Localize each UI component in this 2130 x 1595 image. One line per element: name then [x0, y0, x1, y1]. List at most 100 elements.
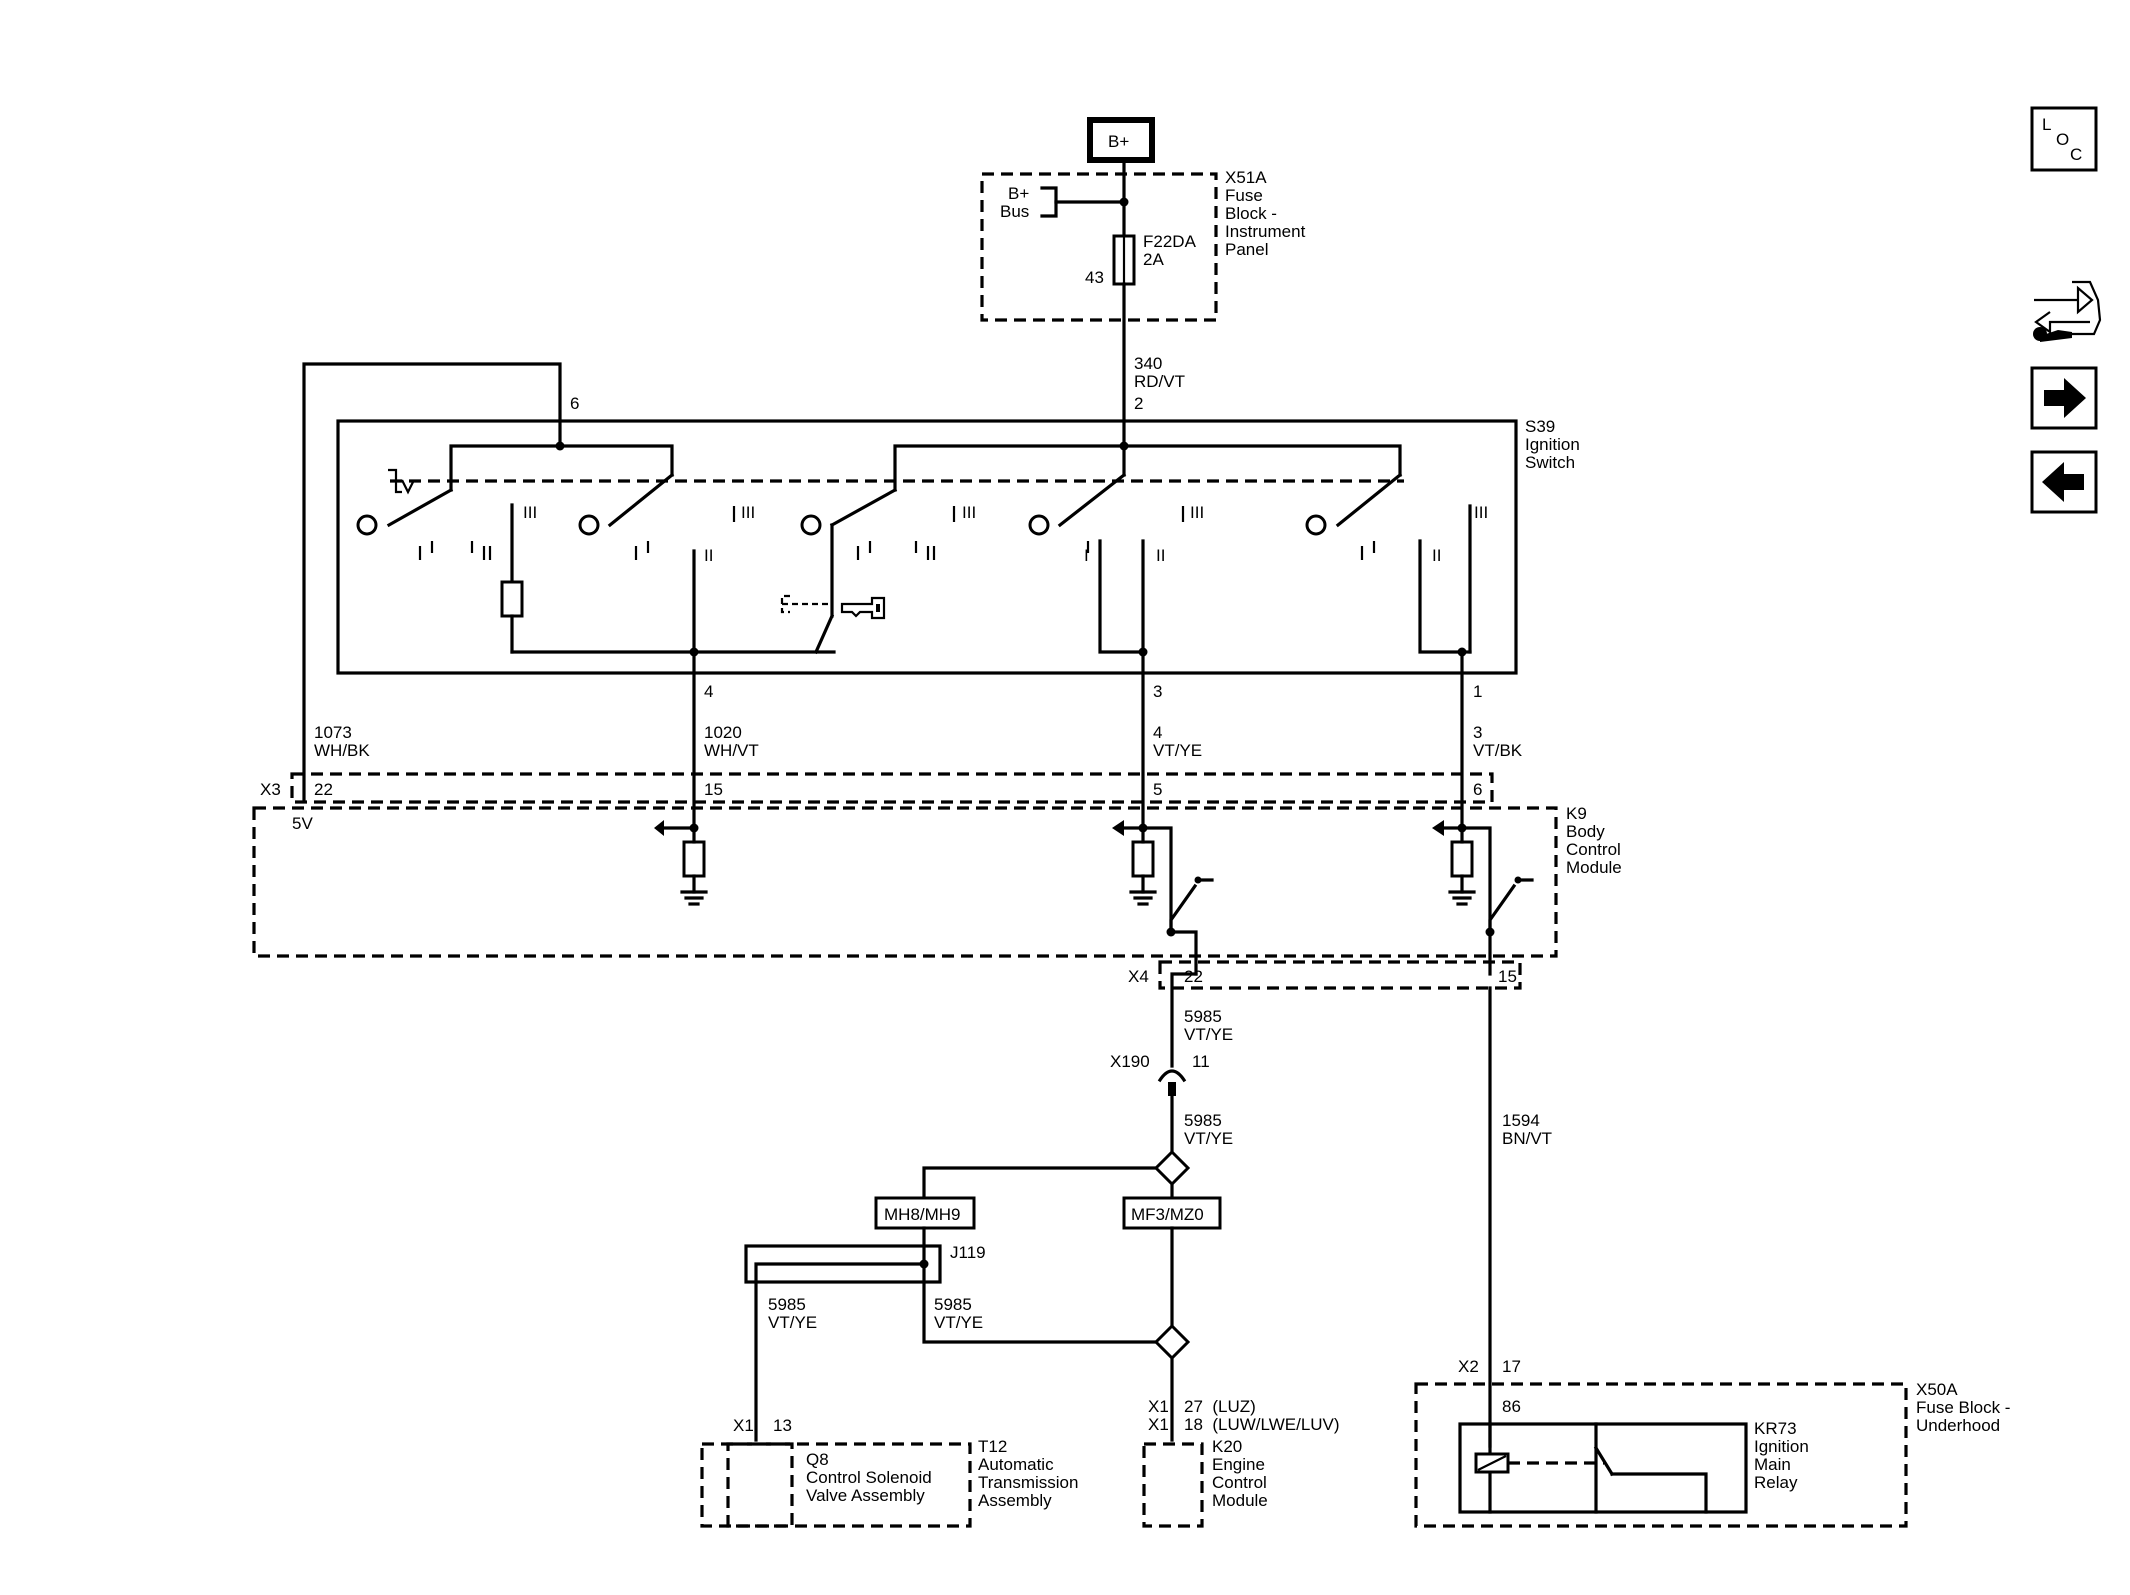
- loc-letter-c: C: [2070, 145, 2082, 164]
- bcm-outline: [252, 806, 1558, 958]
- x50a-pin: 17: [1502, 1357, 1521, 1376]
- bcm-input-5: [1112, 820, 1214, 976]
- fuse-rating: 2A: [1143, 250, 1164, 269]
- switch-section-4: III I II: [1028, 472, 1204, 654]
- relay-pin-86: 86: [1502, 1397, 1521, 1416]
- next-button[interactable]: [2030, 366, 2098, 430]
- switch5-pos-ii: II: [1432, 546, 1441, 565]
- fuse-block-uh-outline: [1414, 1382, 1908, 1528]
- bcm-name-2: Control: [1566, 840, 1621, 859]
- bcm-input-6: [1432, 820, 1534, 976]
- ignition-switch-outline: [336, 419, 1518, 675]
- switch4-pos-iii: III: [1190, 503, 1204, 522]
- wire-1073: [302, 362, 562, 802]
- ignition-switch-id: S39: [1525, 417, 1555, 436]
- loc-letter-l: L: [2042, 115, 2051, 134]
- wire-1073-circuit: 1073: [314, 723, 352, 742]
- x3-pin-5: 5: [1153, 780, 1162, 799]
- transmission-assembly-outline: [700, 1442, 972, 1528]
- tcm-pin: 13: [773, 1416, 792, 1435]
- ecm-name-3: Module: [1212, 1491, 1268, 1510]
- ecm-pin-1: 27 (LUZ): [1184, 1397, 1256, 1416]
- wire-5985c-circuit: 5985: [768, 1295, 806, 1314]
- switch-section-5: III II: [1305, 472, 1488, 654]
- bcm-id: K9: [1566, 804, 1587, 823]
- fuse-block-ip-name-3: Instrument: [1225, 222, 1306, 241]
- wire-5985c-color: VT/YE: [768, 1313, 817, 1332]
- x4-pin-15: 15: [1498, 967, 1517, 986]
- relay-label: KR73 Ignition Main Relay: [1754, 1419, 1809, 1492]
- bcm-name-3: Module: [1566, 858, 1622, 877]
- transmission-label: T12 Automatic Transmission Assembly: [978, 1437, 1078, 1510]
- transmission-name-2: Transmission: [978, 1473, 1078, 1492]
- ecm-name-1: Engine: [1212, 1455, 1265, 1474]
- previous-button[interactable]: [2030, 450, 2098, 514]
- switch-pin-2: 2: [1134, 394, 1143, 413]
- option-right-label: MF3/MZ0: [1131, 1205, 1204, 1224]
- ecm-pin-2: 18 (LUW/LWE/LUV): [1184, 1415, 1340, 1434]
- wire-5985d-color: VT/YE: [934, 1313, 983, 1332]
- switch1-pos-iii: III: [523, 503, 537, 522]
- switch3-pos-iii: III: [962, 503, 976, 522]
- bcm-5v-label: 5V: [292, 814, 313, 833]
- wire-4-circuit: 4: [1153, 723, 1162, 742]
- solenoid-valve-outline: [726, 1442, 794, 1528]
- fuse-block-uh-label: X50A Fuse Block - Underhood: [1916, 1380, 2010, 1435]
- key-icon: [840, 596, 886, 620]
- relay-name-1: Ignition: [1754, 1437, 1809, 1456]
- bcm-name-1: Body: [1566, 822, 1605, 841]
- connector-x4-label: X4: [1128, 967, 1149, 986]
- fuse-block-ip-name-1: Fuse: [1225, 186, 1263, 205]
- wire-3-color: VT/BK: [1473, 741, 1523, 760]
- switch-section-1: III: [356, 487, 537, 654]
- connector-tool-icon: [2033, 280, 2102, 342]
- fuse-block-ip-id: X51A: [1225, 168, 1267, 187]
- wire-1020-color: WH/VT: [704, 741, 759, 760]
- ignition-switch-label: S39 Ignition Switch: [1525, 417, 1580, 472]
- fuse-block-ip-outline: [980, 172, 1218, 322]
- option-box-mf3-mz0: MF3/MZ0: [1122, 1196, 1222, 1230]
- fuse-block-ip-name-4: Panel: [1225, 240, 1268, 259]
- option-diamond-bottom: [1153, 1323, 1191, 1361]
- switch2-pos-iii: III: [741, 503, 755, 522]
- fuse-id: F22DA: [1143, 232, 1197, 251]
- solenoid-name-2: Valve Assembly: [806, 1486, 925, 1505]
- bcm-output-switch-15: [1488, 883, 1517, 934]
- wire-1020-circuit: 1020: [704, 723, 742, 742]
- switch-section-2: III II: [578, 472, 755, 654]
- x4-pin-22: 22: [1184, 967, 1203, 986]
- bcm-input-15: [654, 820, 708, 906]
- wire-5985a-color: VT/YE: [1184, 1025, 1233, 1044]
- solenoid-name-1: Control Solenoid: [806, 1468, 932, 1487]
- wire-1594-circuit: 1594: [1502, 1111, 1540, 1130]
- x190-label: X190: [1110, 1052, 1150, 1071]
- relay-id: KR73: [1754, 1419, 1797, 1438]
- connector-tool-button[interactable]: [2033, 280, 2102, 342]
- ecm-outline: [1142, 1442, 1204, 1528]
- solenoid-id: Q8: [806, 1450, 829, 1469]
- ecm-label: K20 Engine Control Module: [1212, 1437, 1268, 1510]
- connector-x3-label: X3: [260, 780, 281, 799]
- wire-5985d-circuit: 5985: [934, 1295, 972, 1314]
- bus-label-1: B+: [1008, 184, 1029, 203]
- bus-label: B+ Bus: [1000, 184, 1029, 221]
- loc-button[interactable]: L O C: [2030, 106, 2098, 172]
- ecm-id: K20: [1212, 1437, 1242, 1456]
- option-diamond-top: [1153, 1149, 1191, 1187]
- previous-arrow-icon: [2042, 462, 2084, 502]
- loc-icon: L O C: [2042, 115, 2082, 164]
- tcm-connector-label: X1: [733, 1416, 754, 1435]
- wire-5985b-circuit: 5985: [1184, 1111, 1222, 1130]
- ignition-switch-name-2: Switch: [1525, 453, 1575, 472]
- relay-name-3: Relay: [1754, 1473, 1798, 1492]
- switch-section-3: III: [780, 487, 976, 655]
- transmission-id: T12: [978, 1437, 1007, 1456]
- switch2-pos-ii: II: [704, 546, 713, 565]
- wire-3-circuit: 3: [1473, 723, 1482, 742]
- solenoid-valve-label: Q8 Control Solenoid Valve Assembly: [806, 1450, 932, 1505]
- x50a-connector-label: X2: [1458, 1357, 1479, 1376]
- ecm-name-2: Control: [1212, 1473, 1267, 1492]
- splice-j119: [744, 1244, 942, 1284]
- ignition-switch-name-1: Ignition: [1525, 435, 1580, 454]
- relay-contact-switch: [1593, 1445, 1615, 1477]
